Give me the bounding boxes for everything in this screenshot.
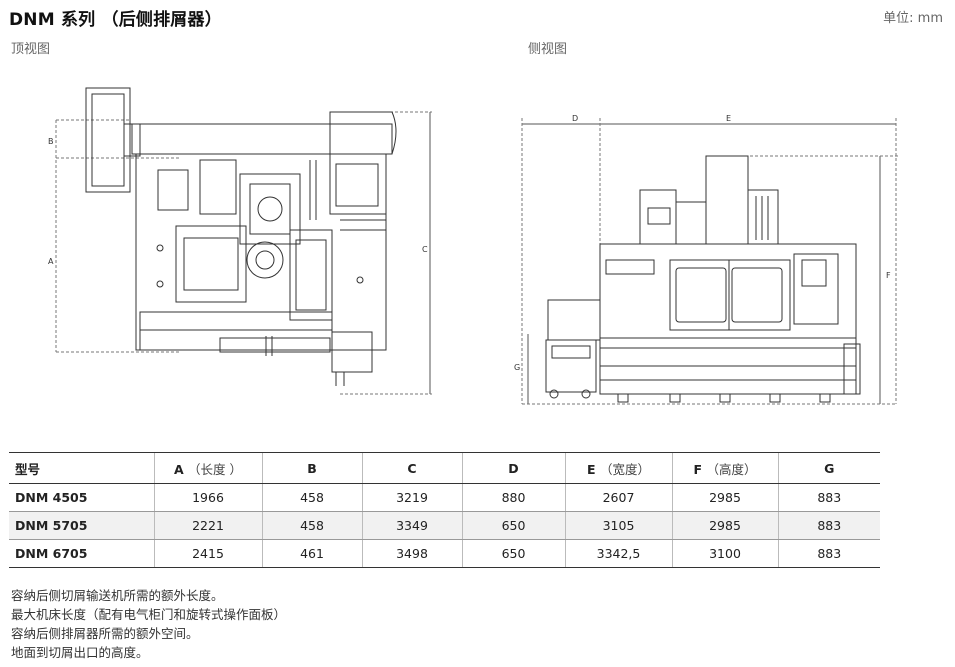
- dim-a-label: A: [48, 257, 54, 266]
- cell-f: 2985: [671, 483, 778, 512]
- header-b: B: [261, 452, 362, 484]
- dim-b-label: B: [48, 137, 54, 146]
- footnote: 最大机床长度（配有电气柜门和旋转式操作面板）: [11, 607, 287, 622]
- cell-f: 3100: [671, 539, 778, 568]
- cell-a: 2415: [153, 539, 262, 568]
- side-view-drawing: D E F G: [514, 114, 898, 405]
- top-view-label: 顶视图: [11, 42, 51, 57]
- dim-e-label: E: [726, 114, 731, 123]
- header-g: G: [777, 452, 880, 484]
- header-model: 型号: [9, 452, 154, 484]
- table-row: DNM 6705 2415 461 3498 650 3342,5 3100 8…: [9, 539, 880, 568]
- header-c: C: [361, 452, 462, 484]
- side-view-label: 侧视图: [528, 42, 568, 57]
- cell-model: DNM 5705: [9, 511, 154, 540]
- header-e: E （宽度）: [564, 452, 672, 484]
- spec-table: 型号 A （长度 ） B C D E （宽度） F （高度） G DNM 450…: [9, 452, 880, 568]
- top-view-drawing: B A C: [48, 87, 432, 395]
- cell-model: DNM 4505: [9, 483, 154, 512]
- footnote: 容纳后侧排屑器所需的额外空间。: [11, 626, 199, 641]
- dim-c-label: C: [422, 245, 428, 254]
- footnotes: 容纳后侧切屑输送机所需的额外长度。 最大机床长度（配有电气柜门和旋转式操作面板）…: [11, 586, 286, 662]
- table-row: DNM 4505 1966 458 3219 880 2607 2985 883: [9, 483, 880, 512]
- cell-b: 458: [261, 483, 362, 512]
- header-a: A （长度 ）: [153, 452, 262, 484]
- cell-g: 883: [777, 483, 880, 512]
- footnote: 地面到切屑出口的高度。: [11, 645, 149, 660]
- cell-c: 3219: [361, 483, 462, 512]
- cell-b: 458: [261, 511, 362, 540]
- cell-c: 3349: [361, 511, 462, 540]
- cell-d: 650: [461, 539, 565, 568]
- cell-e: 3342,5: [564, 539, 672, 568]
- dim-d-label: D: [572, 114, 578, 123]
- cell-a: 2221: [153, 511, 262, 540]
- cell-g: 883: [777, 539, 880, 568]
- cell-d: 880: [461, 483, 565, 512]
- cell-f: 2985: [671, 511, 778, 540]
- table-row: DNM 5705 2221 458 3349 650 3105 2985 883: [9, 511, 880, 540]
- cell-c: 3498: [361, 539, 462, 568]
- page-title: DNM 系列 （后侧排屑器）: [9, 10, 222, 30]
- table-header-row: 型号 A （长度 ） B C D E （宽度） F （高度） G: [9, 452, 880, 484]
- cell-e: 3105: [564, 511, 672, 540]
- cell-a: 1966: [153, 483, 262, 512]
- cell-model: DNM 6705: [9, 539, 154, 568]
- footnote: 容纳后侧切屑输送机所需的额外长度。: [11, 588, 224, 603]
- header-d: D: [461, 452, 565, 484]
- header-f: F （高度）: [671, 452, 778, 484]
- cell-e: 2607: [564, 483, 672, 512]
- cell-g: 883: [777, 511, 880, 540]
- unit-label: 单位: mm: [883, 11, 943, 26]
- dim-f-label: F: [886, 271, 891, 280]
- cell-b: 461: [261, 539, 362, 568]
- cell-d: 650: [461, 511, 565, 540]
- dim-g-label: G: [514, 363, 520, 372]
